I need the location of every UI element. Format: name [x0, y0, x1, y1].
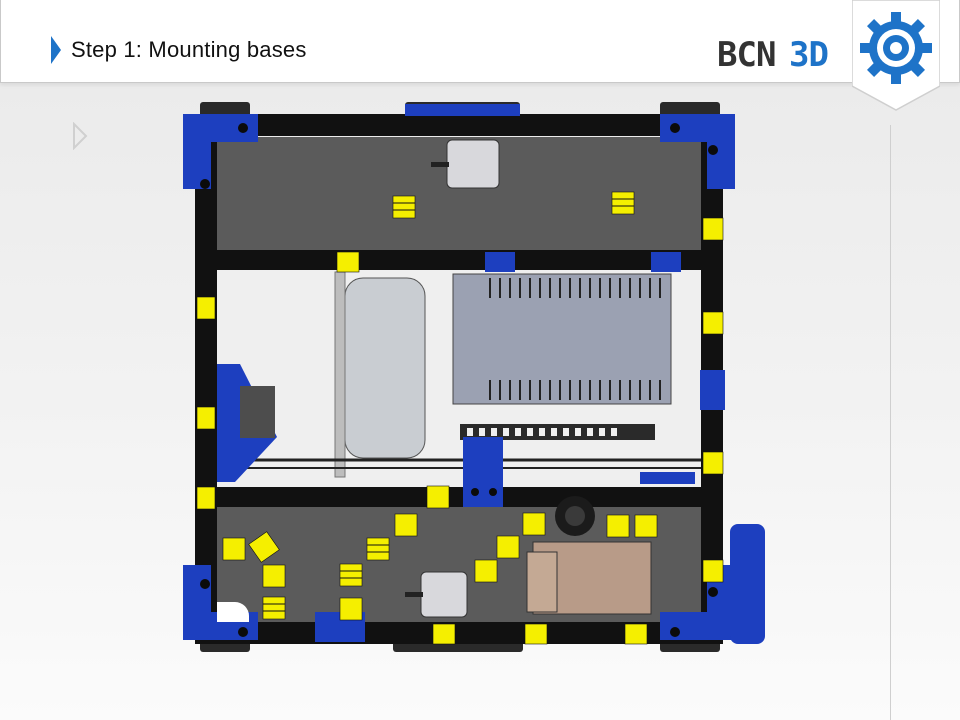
slide-header: Step 1: Mounting bases BCN 3D [0, 0, 960, 83]
svg-text:3D: 3D [789, 35, 828, 72]
electronics-board [452, 273, 672, 405]
top-motor [446, 139, 500, 189]
side-arrow-icon [73, 122, 88, 150]
bcn3d-logo: BCN 3D [717, 35, 829, 72]
title-group: Step 1: Mounting bases [51, 34, 307, 66]
logo-badge [852, 0, 940, 111]
gear-icon [860, 12, 932, 84]
yellow-markers [196, 191, 724, 645]
svg-text:BCN: BCN [717, 35, 775, 72]
bottom-motor [420, 571, 468, 618]
right-guide-line [890, 125, 891, 720]
slide-title: Step 1: Mounting bases [71, 37, 307, 62]
title-triangle-icon [51, 36, 61, 64]
printer-frame-diagram [183, 102, 765, 652]
corner-brackets [183, 104, 765, 644]
print-bed-area [344, 277, 426, 459]
